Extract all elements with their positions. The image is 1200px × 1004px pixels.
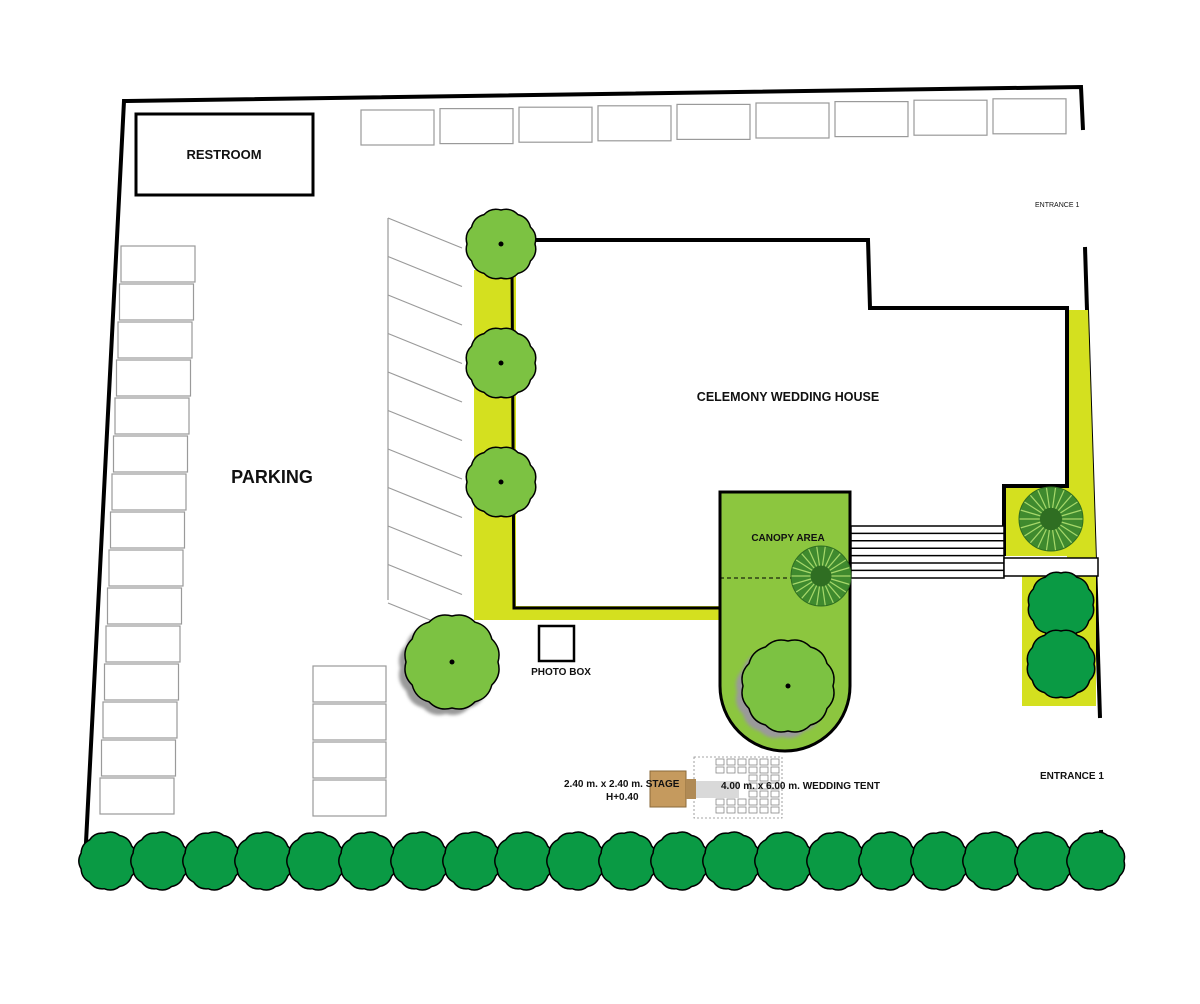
parking-slot xyxy=(120,245,196,283)
parking-slot xyxy=(312,665,387,703)
entry-steps xyxy=(850,525,1005,579)
round-tree-icon xyxy=(465,208,537,280)
parking-slot-divider xyxy=(387,409,463,442)
parking-slot xyxy=(115,359,192,397)
parking-slot xyxy=(676,103,751,141)
parking-slot xyxy=(312,779,387,817)
hedge-row xyxy=(78,831,1126,891)
parking-slot xyxy=(103,663,180,701)
parking-slot xyxy=(755,102,830,139)
parking-slot xyxy=(913,99,988,136)
parking-slot-divider xyxy=(387,563,463,596)
parking-slot xyxy=(100,739,177,777)
palm-shrub-icon xyxy=(1018,486,1084,552)
hedge-bush-icon xyxy=(1066,831,1126,891)
hedge-bush-icon xyxy=(338,831,398,891)
parking-slot xyxy=(439,107,514,145)
round-tree-icon xyxy=(398,614,500,716)
parking-slot xyxy=(992,98,1067,135)
palm-shrubs xyxy=(790,486,1084,607)
wedding-tent xyxy=(687,781,739,798)
hedge-bush-icon xyxy=(390,831,450,891)
round-tree-icon xyxy=(465,446,537,518)
hedge-bush-icon xyxy=(754,831,814,891)
parking-slot xyxy=(118,283,195,321)
hedge-bush-icon xyxy=(130,831,190,891)
stage-size-label: 2.40 m. x 2.40 m. STAGE xyxy=(564,779,680,790)
wedding-tent-label: 4.00 m. x 6.00 m. WEDDING TENT xyxy=(721,781,880,792)
parking-slot xyxy=(114,397,190,435)
parking-slot xyxy=(111,473,187,511)
parking-slot xyxy=(834,100,909,138)
hedge-bush-icon xyxy=(650,831,710,891)
hedge-bush-icon xyxy=(494,831,554,891)
parking-slot xyxy=(105,625,181,663)
round-trees xyxy=(398,208,1096,739)
entrance-bottom-label: ENTRANCE 1 xyxy=(1040,771,1104,782)
parking-slot-divider xyxy=(387,371,463,403)
parking-slot xyxy=(518,106,593,143)
parking-slot-divider xyxy=(387,486,463,519)
diagonal-parking xyxy=(387,217,463,634)
photo-box-label: PHOTO BOX xyxy=(531,667,591,678)
parking-slot-divider xyxy=(387,332,463,365)
stage xyxy=(649,770,687,808)
parking-slot xyxy=(312,741,387,779)
parking-slot xyxy=(106,587,183,625)
parking-slot-divider xyxy=(387,255,463,288)
parking-slot xyxy=(360,109,435,146)
tent-chair-grid xyxy=(693,756,783,819)
hedge-bush-icon xyxy=(702,831,762,891)
parking-slot xyxy=(312,703,387,741)
lower-parking-stack xyxy=(312,665,387,817)
hedge-bush-icon xyxy=(910,831,970,891)
hedge-bush-icon xyxy=(806,831,866,891)
parking-slot xyxy=(109,511,186,549)
hedge-bush-icon xyxy=(182,831,242,891)
restroom-label: RESTROOM xyxy=(186,147,262,162)
parking-slot-divider xyxy=(387,525,463,557)
parking-slot xyxy=(112,435,189,473)
parking-slot xyxy=(597,105,672,142)
parking-slot-divider xyxy=(387,294,463,326)
parking-slot xyxy=(108,549,184,587)
parking-slot xyxy=(99,777,175,815)
parking-slot xyxy=(117,321,193,359)
hedge-bush-icon xyxy=(442,831,502,891)
round-tree-icon xyxy=(465,327,537,399)
hedge-bush-icon xyxy=(962,831,1022,891)
hedge-bush-icon xyxy=(1014,831,1074,891)
hedge-bush-icon xyxy=(546,831,606,891)
parking-slot xyxy=(102,701,178,739)
photo-box xyxy=(537,624,576,663)
wedding-house-label: CELEMONY WEDDING HOUSE xyxy=(696,390,880,404)
hedge-bush-icon xyxy=(78,831,138,891)
wedding-house-west-wall xyxy=(510,269,720,610)
parking-slot-divider xyxy=(387,448,463,480)
round-tree-icon xyxy=(735,639,835,739)
parking-slot-divider xyxy=(387,217,463,249)
left-parking-column xyxy=(99,245,196,815)
top-parking-row xyxy=(360,98,1067,146)
hedge-bush-icon xyxy=(1027,571,1095,639)
hedge-bush-icon xyxy=(858,831,918,891)
hedge-bush-icon xyxy=(598,831,658,891)
wedding-house-outline xyxy=(520,238,1069,556)
hedge-bush-icon xyxy=(286,831,346,891)
stage-height-label: H+0.40 xyxy=(606,792,639,803)
entrance-top-label: ENTRANCE 1 xyxy=(1035,202,1080,209)
hedge-bush-icon xyxy=(1026,629,1096,699)
parking-label: PARKING xyxy=(231,467,313,487)
stage-ramp xyxy=(686,779,696,799)
canopy-area-label: CANOPY AREA xyxy=(751,533,825,544)
restroom-building xyxy=(134,112,315,197)
hedge-bush-icon xyxy=(234,831,294,891)
palm-shrub-icon xyxy=(790,545,852,607)
